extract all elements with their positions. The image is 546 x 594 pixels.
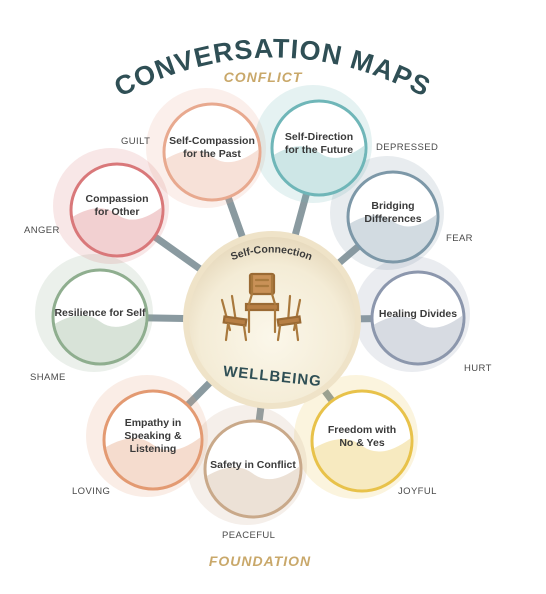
node-resilience [51, 268, 149, 366]
node-healing [370, 270, 466, 366]
center-circle [183, 231, 361, 409]
node-self-compassion [162, 102, 262, 202]
diagram-title: CONVERSATION MAPS [110, 33, 436, 102]
conflict-label: CONFLICT [224, 69, 303, 85]
node-empathy [102, 389, 204, 491]
node-bridging [346, 170, 440, 264]
node-freedom [310, 389, 414, 493]
node-safety [203, 419, 303, 519]
node-compassion-other [69, 162, 165, 258]
three-chairs-icon [220, 272, 302, 342]
node-self-direction [270, 99, 368, 197]
foundation-label: FOUNDATION [209, 553, 311, 569]
